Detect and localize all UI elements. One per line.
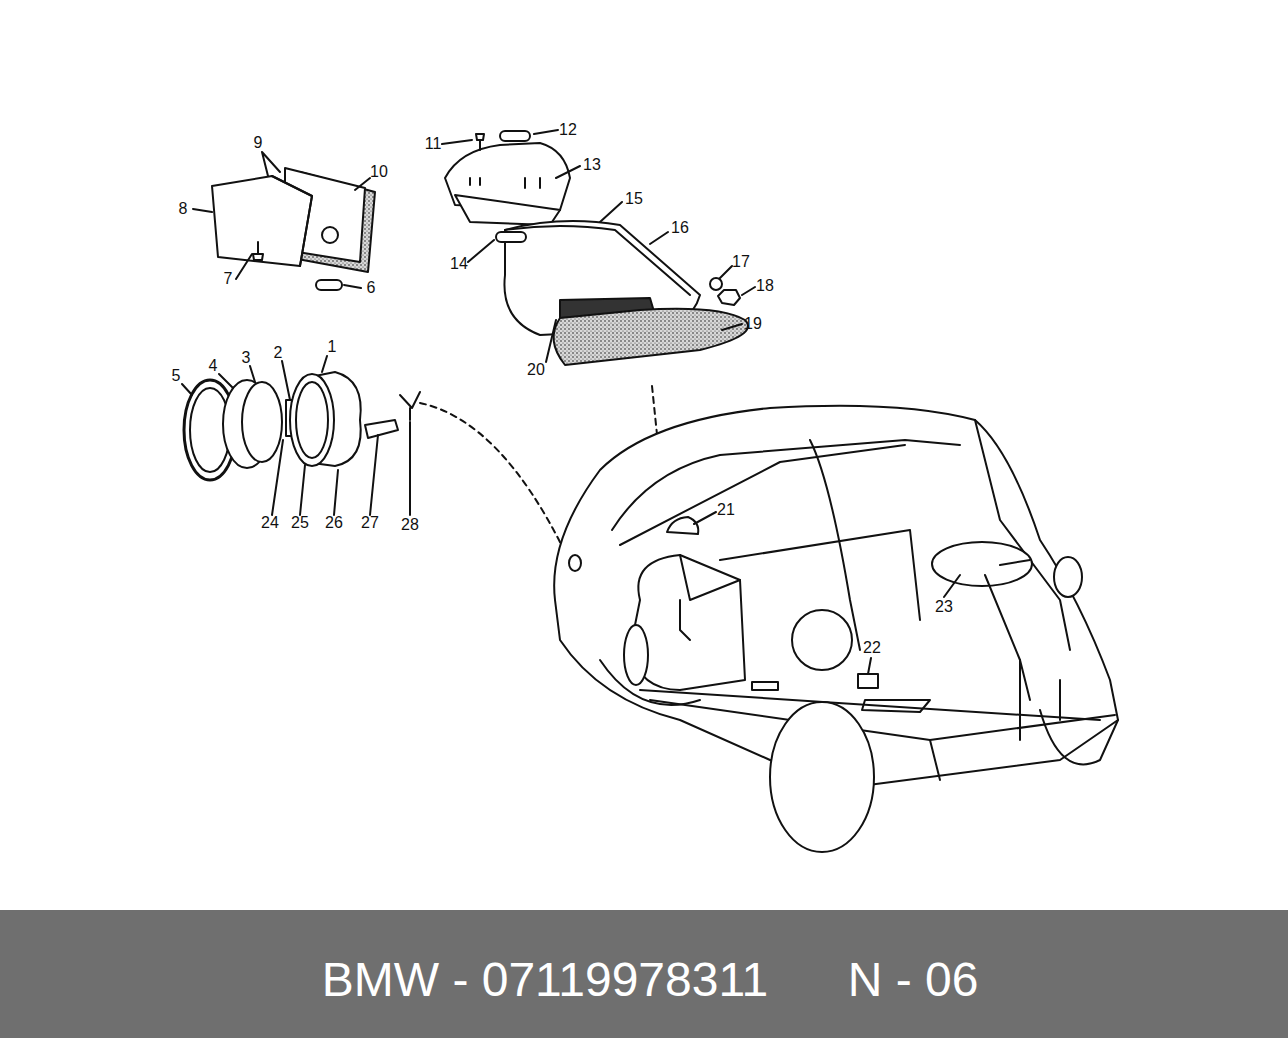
callout-number: 28	[401, 517, 419, 533]
callout-number: 27	[361, 515, 379, 531]
callout-number: 23	[935, 599, 953, 615]
callout-number: 25	[291, 515, 309, 531]
steering-wheel	[932, 542, 1032, 586]
bulb	[316, 280, 342, 290]
callout-number: 19	[744, 316, 762, 332]
callout-number: 26	[325, 515, 343, 531]
callout-number: 20	[527, 362, 545, 378]
callout-number: 4	[209, 358, 218, 374]
headlamp	[792, 610, 852, 670]
callout-number: 22	[863, 640, 881, 656]
switch	[858, 674, 878, 688]
callout-number: 24	[261, 515, 279, 531]
callout-number: 21	[717, 502, 735, 518]
callout-number: 15	[625, 191, 643, 207]
callout-number: 2	[274, 345, 283, 361]
callout-number: 11	[425, 136, 442, 152]
callout-number: 13	[583, 157, 601, 173]
callout-number: 12	[559, 122, 577, 138]
part-number: BMW - 07119978311	[322, 956, 768, 1004]
callout-number: 7	[224, 271, 233, 287]
callout-number: 10	[370, 164, 388, 180]
callout-number: 9	[254, 135, 263, 151]
callout-number: 17	[732, 254, 750, 270]
tail-lamp	[212, 176, 312, 266]
callout-number: 8	[179, 201, 188, 217]
wheel	[770, 702, 874, 852]
lamp-gasket	[554, 309, 748, 365]
callout-number: 5	[172, 368, 181, 384]
callout-number: 6	[367, 280, 376, 296]
part-number: N - 06	[848, 956, 979, 1004]
callout-number: 18	[756, 278, 774, 294]
title-band: BMW - 07119978311 N - 06	[0, 910, 1288, 1038]
callout-number: 14	[450, 256, 468, 272]
dome-lamp	[667, 517, 698, 534]
callout-number: 1	[328, 339, 337, 355]
callout-number: 16	[671, 220, 689, 236]
callout-number: 3	[242, 350, 251, 366]
